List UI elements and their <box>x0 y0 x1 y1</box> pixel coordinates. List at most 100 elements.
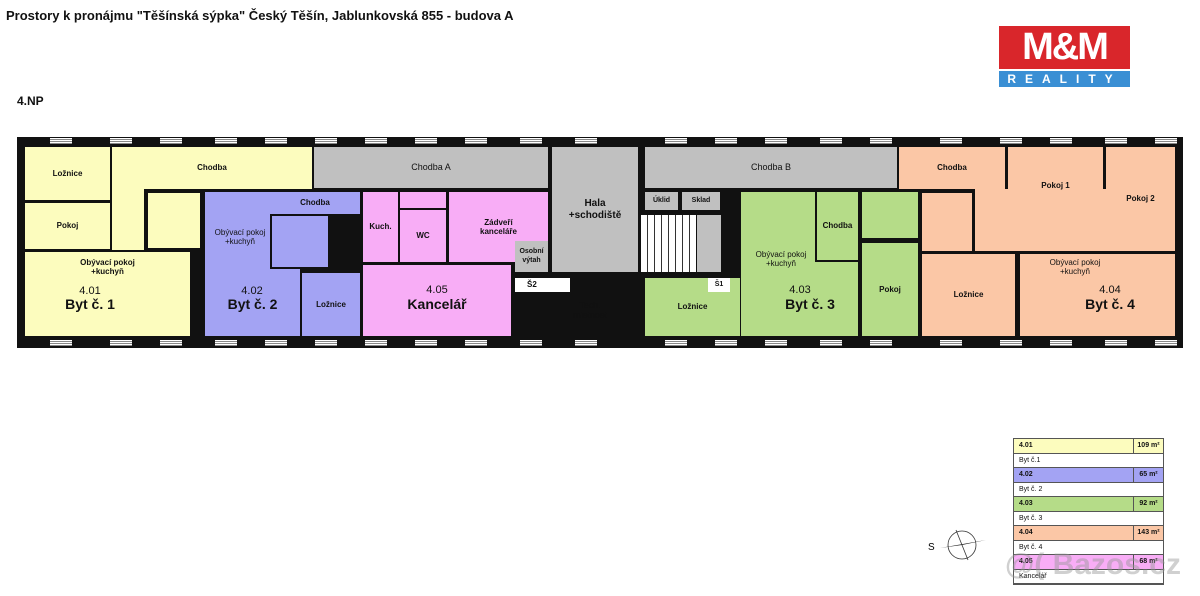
stair-landing <box>697 215 721 272</box>
room-chodba-b: Chodba B <box>645 147 897 188</box>
compass-icon: S <box>928 529 986 561</box>
room-chodba-1: Chodba <box>112 147 312 189</box>
unit-number: 4.03 <box>789 284 811 296</box>
legend-code: 4.01 <box>1019 442 1033 449</box>
elevator: Osobní výtah <box>515 241 548 272</box>
room-uklid: Úklid <box>645 192 678 210</box>
room-label: Úklid <box>652 196 671 204</box>
window <box>315 340 337 346</box>
legend-row: 4.01 109 m² <box>1014 439 1163 454</box>
window <box>465 340 487 346</box>
window <box>215 340 237 346</box>
room-pokoj-3: Pokoj <box>862 243 918 336</box>
room-label: Š2 <box>527 280 537 290</box>
room-label: Ložnice <box>316 299 346 309</box>
window <box>1000 340 1022 346</box>
room-label: Tech. mistnost <box>573 300 607 320</box>
room-label: Chodba <box>197 163 227 173</box>
unit-name: Kancelář <box>407 296 467 312</box>
room-hala: Hala +schodiště <box>552 147 638 272</box>
window <box>715 340 737 346</box>
unit-name: Byt č. 4 <box>1085 296 1135 312</box>
compass-label: S <box>928 542 935 553</box>
window <box>265 138 287 144</box>
room-label: Pokoj <box>879 284 901 294</box>
legend-code: 4.03 <box>1019 500 1033 507</box>
room-kuchynka: Kuch. <box>363 192 398 262</box>
window <box>365 138 387 144</box>
unit-number: 4.04 <box>1099 284 1121 296</box>
legend-name: Byt č. 4 <box>1014 541 1163 555</box>
room-pokoj-4-2: Pokoj 2 <box>1106 147 1175 251</box>
window <box>520 340 542 346</box>
room-label: Obývací pokoj +kuchyň <box>1049 258 1101 276</box>
legend-name: Kancelář <box>1014 570 1163 584</box>
legend-row: 4.02 65 m² <box>1014 468 1163 483</box>
room-chodba-1b <box>112 189 144 250</box>
room-label: Ložnice <box>677 302 708 312</box>
room-label: Obývací pokoj +kuchyň <box>755 250 807 268</box>
room-label: Chodba <box>937 163 967 173</box>
shaft-s2: Š2 <box>515 278 570 292</box>
window <box>765 340 787 346</box>
unit-number: 4.02 <box>241 285 263 297</box>
room-pokoj-4-1: Pokoj 1 <box>1008 147 1103 224</box>
legend-code: 4.02 <box>1019 471 1033 478</box>
legend-code: 4.05 <box>1019 558 1033 565</box>
room-bathroom-3 <box>862 192 918 238</box>
room-label: Obývací pokoj +kuchyň <box>214 228 266 246</box>
room-label: Ložnice <box>52 168 83 178</box>
legend-area: 65 m² <box>1133 468 1163 482</box>
legend-area: 109 m² <box>1133 439 1163 453</box>
unit-name: Byt č. 3 <box>785 296 835 312</box>
window <box>110 138 132 144</box>
window <box>575 138 597 144</box>
room-chodba-4: Chodba <box>899 147 1005 189</box>
room-loznice-1: Ložnice <box>25 147 110 200</box>
room-label: Sklad <box>691 196 711 204</box>
window <box>265 340 287 346</box>
window <box>160 340 182 346</box>
room-toilets <box>400 192 446 208</box>
room-label: Chodba <box>822 221 853 231</box>
window <box>1050 138 1072 144</box>
window <box>1105 340 1127 346</box>
unit-number: 4.01 <box>79 285 101 297</box>
shaft-s1: Š1 <box>708 278 730 292</box>
window <box>415 340 437 346</box>
room-byt-4 <box>1020 254 1175 336</box>
legend-area: 92 m² <box>1133 497 1163 511</box>
window <box>415 138 437 144</box>
staircase <box>641 215 696 272</box>
window <box>50 340 72 346</box>
window <box>160 138 182 144</box>
window <box>1000 138 1022 144</box>
window <box>940 138 962 144</box>
room-label: Hala +schodiště <box>568 198 622 221</box>
window <box>665 340 687 346</box>
window <box>870 138 892 144</box>
window <box>575 340 597 346</box>
window <box>820 138 842 144</box>
window <box>1155 138 1177 144</box>
unit-name: Byt č. 1 <box>65 296 115 312</box>
window <box>315 138 337 144</box>
window <box>365 340 387 346</box>
room-byt-1 <box>25 252 190 336</box>
room-label: Chodba A <box>411 162 451 173</box>
page-title: Prostory k pronájmu "Těšínská sýpka" Čes… <box>6 8 514 23</box>
watermark: @( Bazos.cz <box>1005 548 1181 581</box>
room-sklad: Sklad <box>682 192 720 210</box>
window <box>520 138 542 144</box>
window <box>940 340 962 346</box>
legend-name: Byt č.1 <box>1014 454 1163 468</box>
room-bathroom-4 <box>922 193 972 251</box>
window <box>820 340 842 346</box>
room-label: Pokoj 2 <box>1126 194 1155 204</box>
logo-bottom: REALITY <box>999 71 1130 87</box>
room-label: WC <box>416 231 430 241</box>
room-chodba-2: Chodba <box>270 192 360 214</box>
window <box>1105 138 1127 144</box>
window <box>110 340 132 346</box>
room-label: Chodba B <box>750 162 792 173</box>
